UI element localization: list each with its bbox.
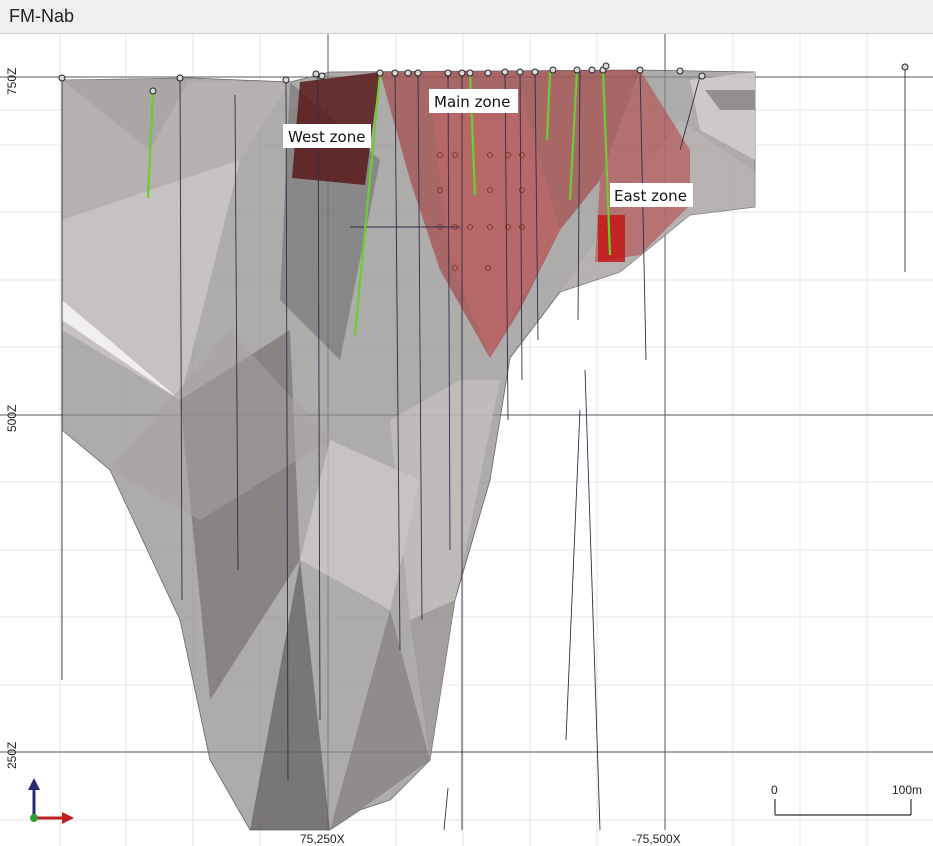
- west-zone-label-box: [283, 124, 371, 148]
- window-title-bar: FM-Nab: [0, 0, 933, 34]
- east-zone-label: East zone: [614, 187, 687, 205]
- easting-label-75250: 75,250X: [300, 832, 345, 846]
- main-zone-label-box: [429, 89, 518, 113]
- waste-solid: [61, 69, 756, 831]
- window-title: FM-Nab: [9, 6, 75, 26]
- east-zone-solid: [595, 70, 690, 262]
- elevation-label-500: 500Z: [5, 405, 19, 432]
- east-zone-label-box: [610, 183, 693, 207]
- sample-markers: [437, 152, 525, 271]
- main-zone-label: Main zone: [434, 93, 510, 111]
- ore-zones: [292, 70, 690, 358]
- scale-bar: 0 100m: [771, 783, 922, 816]
- easting-label-75500: -75,500X: [632, 832, 681, 846]
- section-viewport[interactable]: West zone Main zone East zone 750Z 500Z …: [0, 34, 933, 846]
- elevation-label-250: 250Z: [5, 742, 19, 769]
- scale-bar-start-label: 0: [771, 783, 778, 797]
- drillholes: [61, 67, 906, 831]
- axis-triad-icon: [28, 778, 74, 824]
- elevation-label-750: 750Z: [5, 68, 19, 95]
- scale-bar-end-label: 100m: [892, 783, 922, 797]
- main-zone-solid: [380, 70, 640, 358]
- drillhole-collars: [58, 62, 909, 95]
- west-zone-label: West zone: [288, 128, 365, 146]
- highlighted-drillholes: [146, 69, 612, 336]
